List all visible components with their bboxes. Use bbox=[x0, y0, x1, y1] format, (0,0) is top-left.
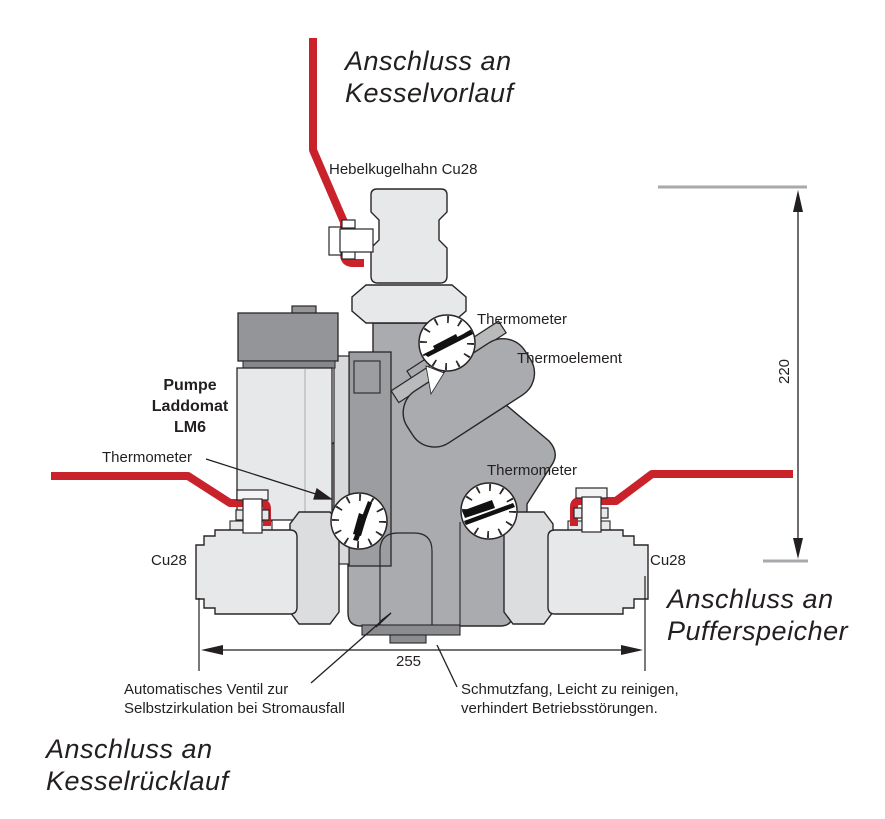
thermometer-gauge-left bbox=[330, 492, 388, 550]
top-ball-valve bbox=[351, 188, 467, 324]
body-notch bbox=[425, 365, 445, 396]
dimension-label-255: 255 bbox=[396, 653, 422, 670]
arrowhead bbox=[313, 487, 334, 500]
left-ball-valve bbox=[195, 529, 298, 615]
label-thermometer-right: Thermometer bbox=[487, 462, 578, 479]
dimension-height bbox=[658, 185, 808, 563]
left-valve-stem bbox=[235, 489, 270, 534]
pump-cap bbox=[237, 312, 339, 362]
label-thermometer-left: Thermometer bbox=[102, 449, 193, 466]
auto-valve-outline bbox=[379, 532, 433, 625]
pump-flange-detail bbox=[353, 360, 381, 394]
label-anschluss-pufferspeicher: Anschluss an Pufferspeicher bbox=[667, 584, 849, 646]
label-anschluss-kesselruecklauf: Anschluss an Kesselrücklauf bbox=[46, 734, 229, 796]
label-cu28-right: Cu28 bbox=[650, 552, 686, 569]
label-schmutzfang: Schmutzfang, Leicht zu reinigen, verhind… bbox=[461, 681, 679, 717]
pipe-pufferspeicher bbox=[570, 470, 793, 526]
dimension-label-220: 220 bbox=[776, 358, 794, 385]
label-pumpe-laddomat-lm6: Pumpe Laddomat LM6 bbox=[151, 377, 229, 436]
arrowhead bbox=[375, 612, 392, 628]
thermometer-gauge-top bbox=[418, 314, 476, 372]
leader-thermometer-left bbox=[205, 458, 323, 497]
label-thermometer-top: Thermometer bbox=[477, 311, 568, 328]
top-valve-body bbox=[370, 188, 448, 284]
pump-cap-band bbox=[242, 360, 336, 369]
top-valve-handle bbox=[328, 219, 374, 260]
dimension-width bbox=[198, 576, 646, 671]
label-anschluss-kesselvorlauf: Anschluss an Kesselvorlauf bbox=[345, 46, 514, 108]
thermometer-gauge-right bbox=[460, 482, 518, 540]
leader-lines bbox=[205, 458, 458, 688]
label-cu28-left: Cu28 bbox=[151, 552, 187, 569]
label-automatisches-ventil: Automatisches Ventil zur Selbstzirkulati… bbox=[124, 681, 345, 717]
right-ball-valve bbox=[547, 529, 649, 615]
right-valve-stem bbox=[573, 487, 609, 533]
label-hebelkugelhahn: Hebelkugelhahn Cu28 bbox=[329, 161, 478, 178]
pipe-kesselruecklauf bbox=[51, 472, 271, 526]
label-thermoelement: Thermoelement bbox=[517, 350, 623, 367]
strainer-tab bbox=[389, 634, 427, 644]
union-nut-right bbox=[503, 511, 554, 625]
gauge-needle bbox=[464, 503, 515, 525]
leader-schmutzfang bbox=[436, 644, 458, 688]
